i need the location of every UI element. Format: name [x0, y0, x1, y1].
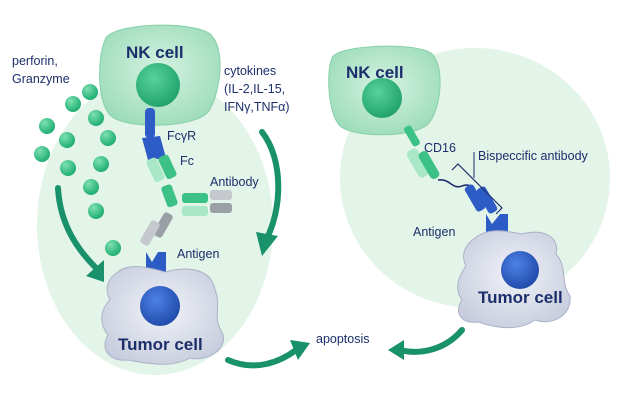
granule — [60, 160, 76, 176]
fcgr-label: FcγR — [167, 129, 196, 143]
left-tumor-cell-label: Tumor cell — [118, 335, 203, 354]
granule — [34, 146, 50, 162]
right-apoptosis-arrow-head — [388, 340, 404, 360]
granule — [100, 130, 116, 146]
fcgr-receptor — [142, 108, 166, 160]
cytokine-arrow-head — [256, 232, 278, 256]
left-antigen-label: Antigen — [177, 247, 219, 261]
cytokines-list-1: (IL-2,IL-15, — [224, 82, 285, 96]
right-nk-cell: NK cell — [328, 45, 441, 136]
granule — [105, 240, 121, 256]
perforin-arrow — [55, 185, 99, 271]
bispecific-binder-2 — [476, 186, 498, 214]
cd16-light — [406, 148, 430, 178]
antibody-arm-right-2 — [182, 206, 208, 216]
perforin-granules — [34, 84, 121, 256]
left-tumor-nucleus — [140, 286, 180, 326]
right-panel: NK cell Tumor cell CD16 Bispeccific anti… — [328, 45, 610, 329]
antibody-arm-right-4 — [210, 203, 232, 213]
antibody-arm-left-2 — [140, 220, 160, 246]
left-nk-cell-label: NK cell — [126, 43, 184, 62]
granule — [93, 156, 109, 172]
antibody-heavy — [161, 184, 178, 208]
fcgr-stalk — [145, 108, 155, 138]
apoptosis-label: apoptosis — [316, 332, 370, 346]
right-nk-nucleus — [362, 78, 402, 118]
bispecific-binder-1 — [464, 184, 486, 212]
bispecific-antibody-label: Bispeccific antibody — [478, 149, 589, 163]
cytokine-arrow — [259, 129, 282, 243]
right-nk-cell-label: NK cell — [346, 63, 404, 82]
fcgr-head — [142, 136, 166, 160]
right-tumor-nucleus — [501, 251, 539, 289]
antibody — [140, 154, 232, 246]
cytokines-list-2: IFNγ,TNFα) — [224, 100, 290, 114]
apoptosis-flow: apoptosis — [225, 327, 465, 369]
perforin-arrow-head — [86, 260, 104, 282]
right-tumor-cell: Tumor cell — [457, 230, 571, 329]
granule — [82, 84, 98, 100]
left-tumor-cell: Tumor cell — [101, 266, 225, 365]
granzyme-label: Granzyme — [12, 72, 70, 86]
bispecific-bracket — [451, 163, 503, 215]
granule — [39, 118, 55, 134]
perforin-label: perforin, — [12, 54, 58, 68]
granule — [88, 110, 104, 126]
granule — [59, 132, 75, 148]
fc-label: Fc — [180, 154, 194, 168]
left-nk-nucleus — [136, 63, 180, 107]
right-antigen — [486, 214, 508, 234]
cytokines-label: cytokines — [224, 64, 276, 78]
antibody-arm-right-3 — [210, 190, 232, 200]
antibody-arm-left-1 — [153, 212, 173, 238]
bispecific-antibody — [404, 125, 503, 215]
granule — [88, 203, 104, 219]
antibody-arm-right-1 — [182, 193, 208, 203]
left-panel: NK cell — [12, 24, 290, 375]
left-nk-cell: NK cell — [99, 24, 221, 126]
granule — [65, 96, 81, 112]
left-apoptosis-arrow-head — [290, 340, 310, 360]
right-tumor-cell-label: Tumor cell — [478, 288, 563, 307]
antibody-fc-dark — [158, 154, 177, 180]
antibody-fc-light — [146, 157, 165, 183]
cd16-stalk — [404, 125, 420, 147]
cd16-dark — [418, 150, 440, 180]
granule — [83, 179, 99, 195]
cd16-label: CD16 — [424, 141, 456, 155]
right-apoptosis-arrow — [397, 327, 465, 355]
antibody-label: Antibody — [210, 175, 259, 189]
right-antigen-label: Antigen — [413, 225, 455, 239]
left-apoptosis-arrow — [225, 347, 299, 369]
